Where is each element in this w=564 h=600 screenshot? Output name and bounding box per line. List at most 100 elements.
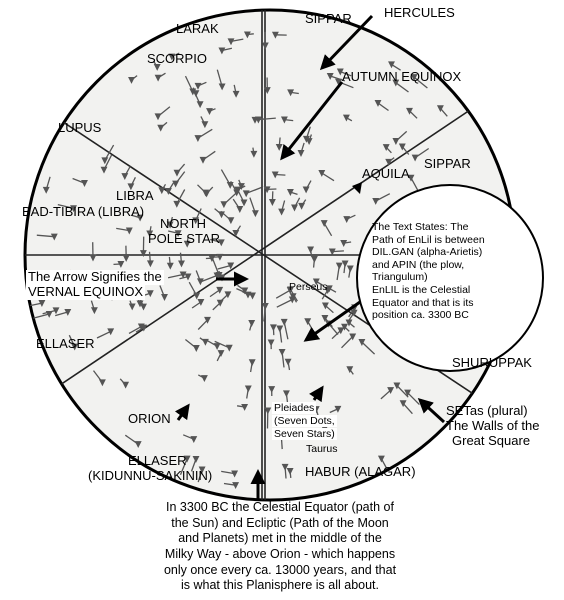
inset-line: Equator and that is its (372, 296, 474, 309)
wedge-head (263, 87, 271, 95)
wedge-head (385, 158, 393, 166)
wedge-mark (96, 330, 111, 339)
wedge-head (220, 201, 228, 209)
wedge-head (166, 262, 174, 270)
wedge-head (278, 348, 286, 356)
wedge-head (254, 116, 262, 124)
wedge-head (136, 214, 144, 222)
wedge-head (161, 294, 168, 301)
wedge-head (193, 292, 201, 300)
wedge-head (101, 157, 109, 165)
wedge-head (189, 88, 197, 96)
wedge-head (263, 186, 271, 194)
wedge-head (89, 254, 97, 262)
wedge-head (328, 248, 336, 256)
wedge-head (153, 63, 161, 71)
wedge-head (194, 135, 202, 143)
caption-line: In 3300 BC the Celestial Equator (path o… (166, 500, 394, 514)
wedge-head (398, 143, 406, 151)
wedge-head (146, 230, 154, 238)
wedge-head (127, 183, 135, 191)
wedge-head (341, 260, 349, 268)
wedge-head (227, 262, 235, 270)
wedge-mark (407, 392, 420, 406)
wedge-head (392, 138, 400, 145)
wedge-head (199, 156, 207, 164)
wedge-head (282, 390, 290, 398)
triangle-icon (352, 182, 362, 194)
wedge-head (346, 265, 354, 273)
wedge-head (302, 186, 310, 194)
wedge-head (388, 61, 395, 69)
wedge-head (121, 173, 129, 181)
wedge-head (271, 171, 279, 179)
wedge-head (196, 278, 204, 286)
wedge-head (164, 187, 172, 195)
wedge-mark (28, 302, 43, 307)
label-shuruppak: SHURUPPAK (452, 355, 532, 370)
wedge-head (173, 200, 181, 208)
wedge-mark (201, 274, 218, 283)
wedge-head (172, 180, 180, 188)
inset-text: The Text States: The Path of EnLil is be… (372, 221, 532, 322)
wedge-mark (341, 336, 354, 349)
wedge-head (232, 90, 240, 98)
wedge-head (140, 324, 148, 332)
wedge-head (286, 287, 294, 295)
label-taurus: Taurus (306, 443, 338, 455)
inset-line: position ca. 3300 BC (372, 309, 469, 322)
wedge-head (158, 187, 166, 195)
wedge-head (268, 386, 276, 394)
wedge-head (157, 124, 165, 132)
caption-line: and Planets) met in the middle of the (178, 531, 382, 546)
wedge-head (227, 38, 235, 46)
wedge-mark (380, 389, 392, 400)
wedge-head (241, 287, 249, 295)
label-pleiades-1: Pleiades (272, 402, 317, 415)
wedge-mark (191, 301, 202, 309)
wedge-head (213, 272, 221, 280)
wedge-head (70, 205, 77, 213)
wedge-head (291, 204, 298, 212)
wedge-head (213, 343, 221, 351)
wedge-head (225, 344, 233, 352)
wedge-head (166, 221, 174, 229)
wedge-head (122, 254, 130, 262)
wedge-head (318, 169, 326, 177)
wedge-head (377, 455, 385, 463)
wedge-mark (258, 117, 276, 121)
wedge-head (242, 190, 250, 198)
wedge-mark (116, 227, 130, 232)
wedge-head (50, 233, 58, 241)
wedge-head (374, 99, 382, 107)
wedge-head (320, 220, 328, 228)
wedge-head (168, 53, 176, 61)
caption-line: only once every ca. 13000 years, and tha… (163, 562, 397, 577)
wedge-head (226, 181, 234, 189)
wedge-head (154, 113, 162, 121)
wedge-head (297, 150, 305, 157)
wedge-head (336, 68, 344, 76)
wedge-head (227, 217, 235, 225)
wedge-head (261, 42, 269, 50)
wedge-mark (323, 222, 333, 237)
label-sippar-right: SIPPAR (424, 156, 471, 171)
wedge-head (436, 105, 444, 113)
caption-line: Milky Way - above Orion - which happens (164, 546, 396, 561)
wedge-head (100, 166, 108, 174)
wedge-head (393, 382, 401, 390)
wedge-head (269, 324, 277, 332)
wedge-head (321, 302, 329, 310)
inset-circle (356, 184, 544, 372)
label-sippar-top: SIPPAR (305, 11, 352, 26)
label-hercules: HERCULES (384, 5, 455, 20)
wedge-head (382, 144, 390, 152)
wedge-head (302, 135, 310, 143)
wedge-head (281, 463, 289, 471)
label-perseus: Perseus (289, 281, 328, 293)
wedge-head (192, 90, 200, 98)
wedge-head (261, 303, 269, 310)
wedge-head (52, 307, 60, 315)
label-bad-tibira: BAD-TIBIRA (LIBRA) (22, 204, 145, 219)
